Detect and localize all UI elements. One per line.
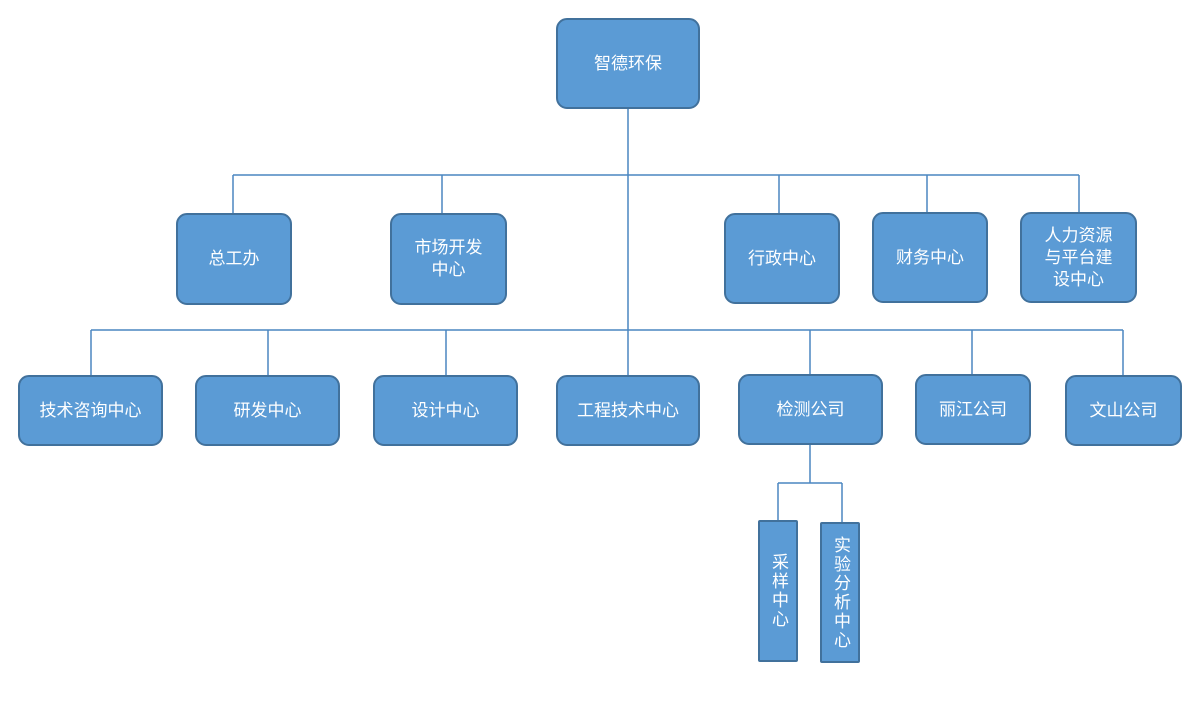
node-label: 总工办 <box>208 249 260 269</box>
org-node-design-center: 设计中心 <box>373 375 518 446</box>
node-label: 人力资源 与平台建 设中心 <box>1044 225 1113 290</box>
org-node-engineering-technology: 工程技术中心 <box>556 375 700 446</box>
org-node-testing-company: 检测公司 <box>738 374 883 445</box>
node-label: 研发中心 <box>233 400 302 421</box>
org-node-root: 智德环保 <box>556 18 700 109</box>
node-label: 智德环保 <box>594 53 662 74</box>
org-node-administration: 行政中心 <box>724 213 840 304</box>
org-node-lab-analysis-center: 实验分析中心 <box>820 522 860 663</box>
node-label: 市场开发 中心 <box>414 238 483 280</box>
node-label: 技术咨询中心 <box>39 400 142 421</box>
node-label: 实验分析中心 <box>830 535 850 650</box>
org-node-research-development: 研发中心 <box>195 375 340 446</box>
node-label: 采样中心 <box>768 553 788 629</box>
org-node-chief-engineer-office: 总工办 <box>176 213 292 305</box>
org-node-human-resources: 人力资源 与平台建 设中心 <box>1020 212 1137 303</box>
org-node-wenshan-company: 文山公司 <box>1065 375 1182 446</box>
node-label: 行政中心 <box>748 248 816 269</box>
node-label: 文山公司 <box>1089 400 1158 421</box>
node-label: 设计中心 <box>411 400 480 421</box>
org-node-market-development: 市场开发 中心 <box>390 213 507 305</box>
org-node-technical-consulting: 技术咨询中心 <box>18 375 163 446</box>
node-label: 丽江公司 <box>939 399 1007 420</box>
node-label: 检测公司 <box>776 399 845 420</box>
org-node-finance: 财务中心 <box>872 212 988 303</box>
org-node-lijiang-company: 丽江公司 <box>915 374 1031 445</box>
org-node-sampling-center: 采样中心 <box>758 520 798 662</box>
node-label: 工程技术中心 <box>577 400 679 421</box>
node-label: 财务中心 <box>896 247 964 268</box>
